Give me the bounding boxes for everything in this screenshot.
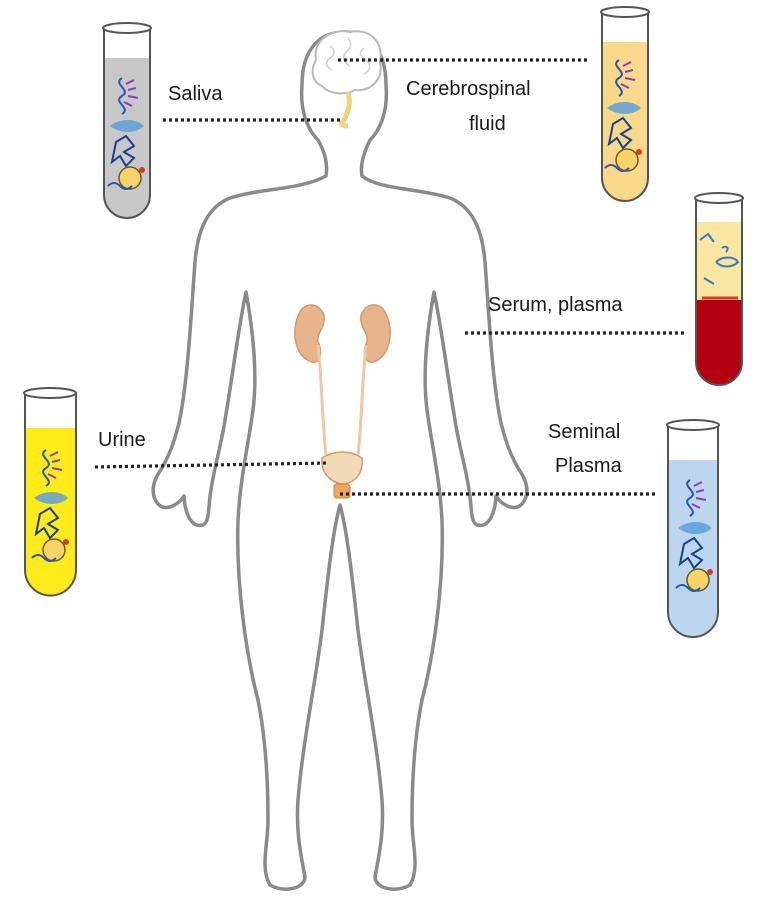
test-tube-csf xyxy=(598,7,654,212)
test-tube-saliva xyxy=(100,23,156,228)
label-urine: Urine xyxy=(98,429,146,451)
bladder-icon xyxy=(322,452,362,498)
label-saliva: Saliva xyxy=(168,83,223,105)
test-tube-serum xyxy=(692,193,748,390)
label-seminal-line1: Seminal xyxy=(548,421,620,443)
label-csf-line2: fluid xyxy=(469,113,506,135)
test-tube-seminal xyxy=(664,420,722,640)
brain-icon xyxy=(313,31,381,126)
urine-leader xyxy=(95,463,328,467)
label-seminal-line2: Plasma xyxy=(555,455,623,477)
ureters xyxy=(318,345,366,455)
label-serum: Serum, plasma xyxy=(488,294,623,316)
test-tube-urine xyxy=(21,388,81,603)
label-csf-line1: Cerebrospinal xyxy=(406,78,531,100)
